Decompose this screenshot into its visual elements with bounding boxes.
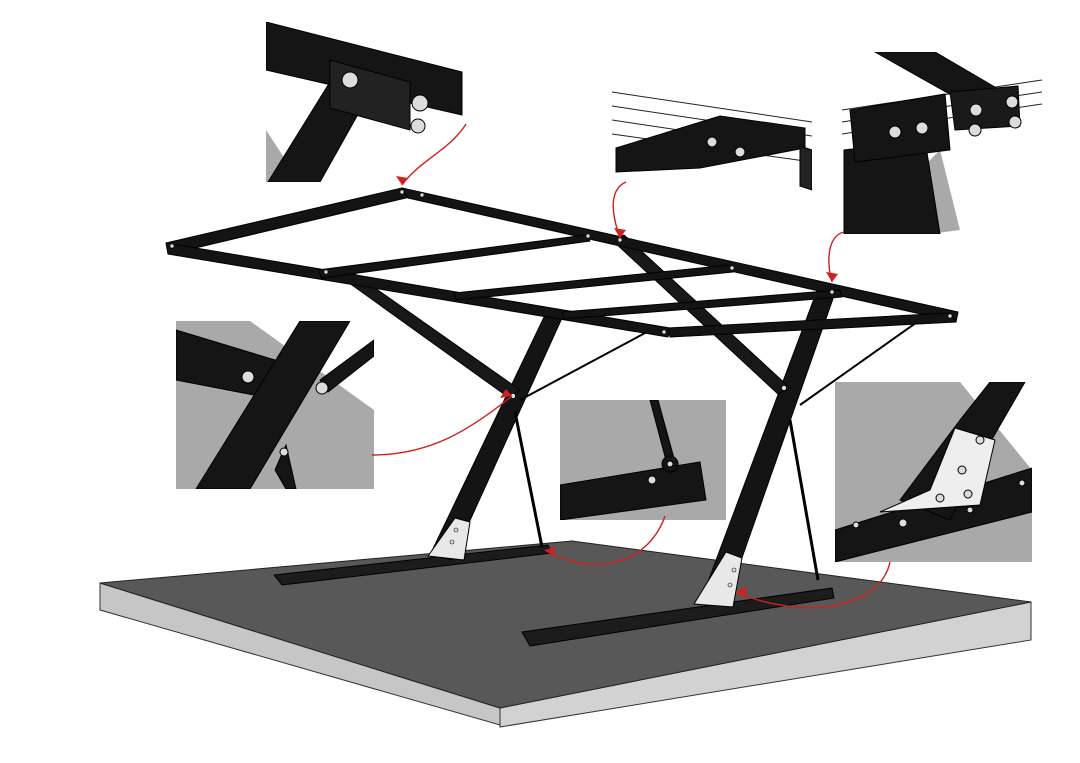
leader-base-gusset bbox=[735, 561, 891, 609]
cable-left bbox=[519, 332, 646, 401]
carport-frame bbox=[165, 187, 959, 647]
purlin-3 bbox=[561, 289, 843, 320]
leader-beam-corner bbox=[401, 123, 467, 186]
roof-beam-left bbox=[165, 187, 411, 255]
bolt-icon bbox=[241, 370, 329, 457]
inset-tie-rod-foot-anchor bbox=[560, 400, 726, 520]
leader-brace-joint bbox=[371, 395, 513, 456]
inset-brace-column-joint bbox=[176, 321, 374, 489]
tie-rod-right bbox=[788, 419, 820, 581]
bolt-icon bbox=[888, 95, 1022, 139]
leader-tie-foot bbox=[544, 515, 666, 565]
base-gusset-left bbox=[427, 517, 471, 561]
leader-lines bbox=[371, 123, 891, 609]
concrete-slab bbox=[99, 540, 1032, 728]
purlin-1 bbox=[317, 234, 591, 279]
tie-rod-left bbox=[513, 411, 544, 548]
inset-beam-corner-joint bbox=[266, 22, 464, 182]
inset-purlin-end-plate bbox=[612, 82, 812, 212]
cable-right bbox=[799, 319, 921, 406]
bolt-icon bbox=[647, 460, 674, 485]
leader-arrowheads bbox=[396, 176, 838, 598]
bolt-icon bbox=[706, 136, 746, 158]
bolt-icon bbox=[852, 435, 1026, 529]
bolt-icon bbox=[341, 71, 429, 134]
roof-beam-front bbox=[165, 242, 671, 338]
roof-beam-right bbox=[667, 312, 957, 338]
base-gusset-right bbox=[693, 551, 743, 608]
inset-column-base-gusset bbox=[835, 382, 1032, 562]
slab-top bbox=[99, 540, 1032, 709]
inset-column-top-bracket bbox=[842, 52, 1042, 234]
purlin-2 bbox=[453, 264, 734, 301]
